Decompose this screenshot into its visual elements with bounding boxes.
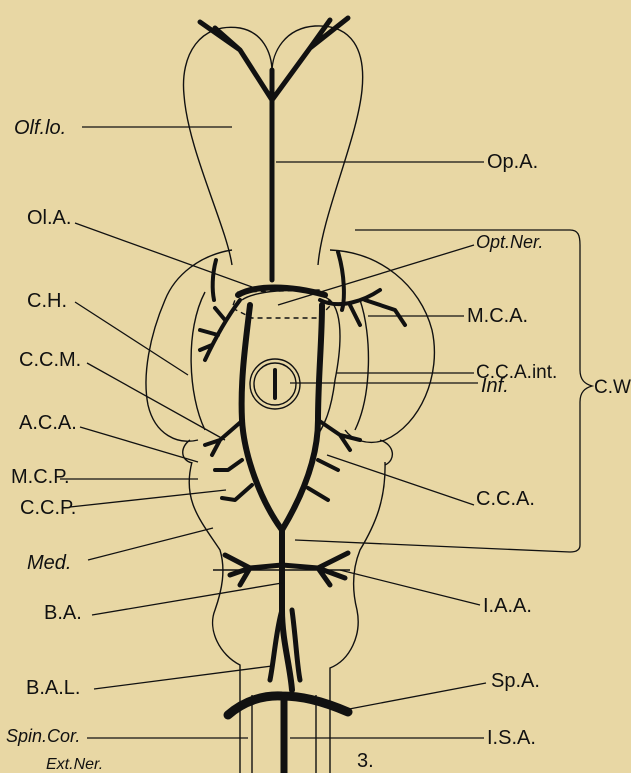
anterior-cerebral-left: [205, 420, 243, 470]
olfactory-branch-left: [200, 22, 272, 100]
leader-sp-a: [344, 683, 486, 710]
leader-c-c-m: [87, 363, 225, 440]
leader-opt-ner: [278, 245, 474, 305]
label-i-s-a: I.S.A.: [487, 727, 536, 749]
left-vertical-vessel: [213, 260, 216, 300]
medulla-outline: [189, 462, 240, 773]
leader-circle-bottom: [295, 540, 570, 552]
label-c-h: C.H.: [27, 290, 67, 312]
label-c-c-p: C.C.P.: [20, 497, 76, 519]
left-hemisphere-outline: [146, 250, 232, 441]
right-carotid: [282, 305, 322, 530]
cca-right: [318, 420, 360, 470]
ccp-left: [222, 485, 252, 500]
leader-c-h: [75, 302, 188, 375]
label-c-c-a: C.C.A.: [476, 488, 535, 510]
label-ext-ner: Ext.Ner.: [46, 756, 103, 773]
leader-i-a-a: [340, 570, 480, 605]
left-hemisphere-inner: [191, 292, 205, 430]
right-knob: [380, 440, 392, 465]
left-carotid: [242, 305, 282, 530]
leader-a-c-a: [80, 427, 198, 462]
label-spin-cor: Spin.Cor.: [6, 726, 80, 746]
label-b-a: B.A.: [44, 602, 82, 624]
label-med: Med.: [27, 552, 71, 574]
label-c-w: C.W.: [594, 377, 631, 398]
leader-med: [88, 528, 213, 560]
olfactory-branch-right: [272, 18, 348, 100]
ccp-right: [308, 488, 328, 500]
label-b-a-l: B.A.L.: [26, 677, 80, 699]
internal-auditory-artery: [225, 553, 348, 585]
label-sp-a: Sp.A.: [491, 670, 540, 692]
label-m-c-a: M.C.A.: [467, 305, 528, 327]
label-ol-a: Ol.A.: [27, 207, 71, 229]
label-olf-lo: Olf.lo.: [14, 117, 66, 139]
medulla-outline-right: [330, 462, 385, 773]
left-middle-cerebral: [200, 300, 240, 360]
label-op-a: Op.A.: [487, 151, 538, 173]
cw-bracket: [355, 230, 592, 552]
right-hemisphere-outline: [330, 250, 434, 442]
label-c-c-m: C.C.M.: [19, 349, 81, 371]
leader-ol-a: [75, 223, 266, 292]
leader-c-c-p: [70, 490, 226, 507]
label-i-a-a: I.A.A.: [483, 595, 532, 617]
leader-c-c-a: [327, 455, 474, 505]
leader-b-a-l: [94, 666, 272, 689]
label-a-c-a: A.C.A.: [19, 412, 77, 434]
right-vertical-vessel: [338, 252, 344, 310]
figure-number: 3.: [357, 750, 374, 772]
midbrain-outline: [242, 291, 340, 435]
leader-b-a: [92, 583, 282, 615]
label-m-c-p: M.C.P.: [11, 466, 70, 488]
label-inf: Inf.: [481, 375, 509, 397]
label-opt-ner: Opt.Ner.: [476, 232, 543, 252]
